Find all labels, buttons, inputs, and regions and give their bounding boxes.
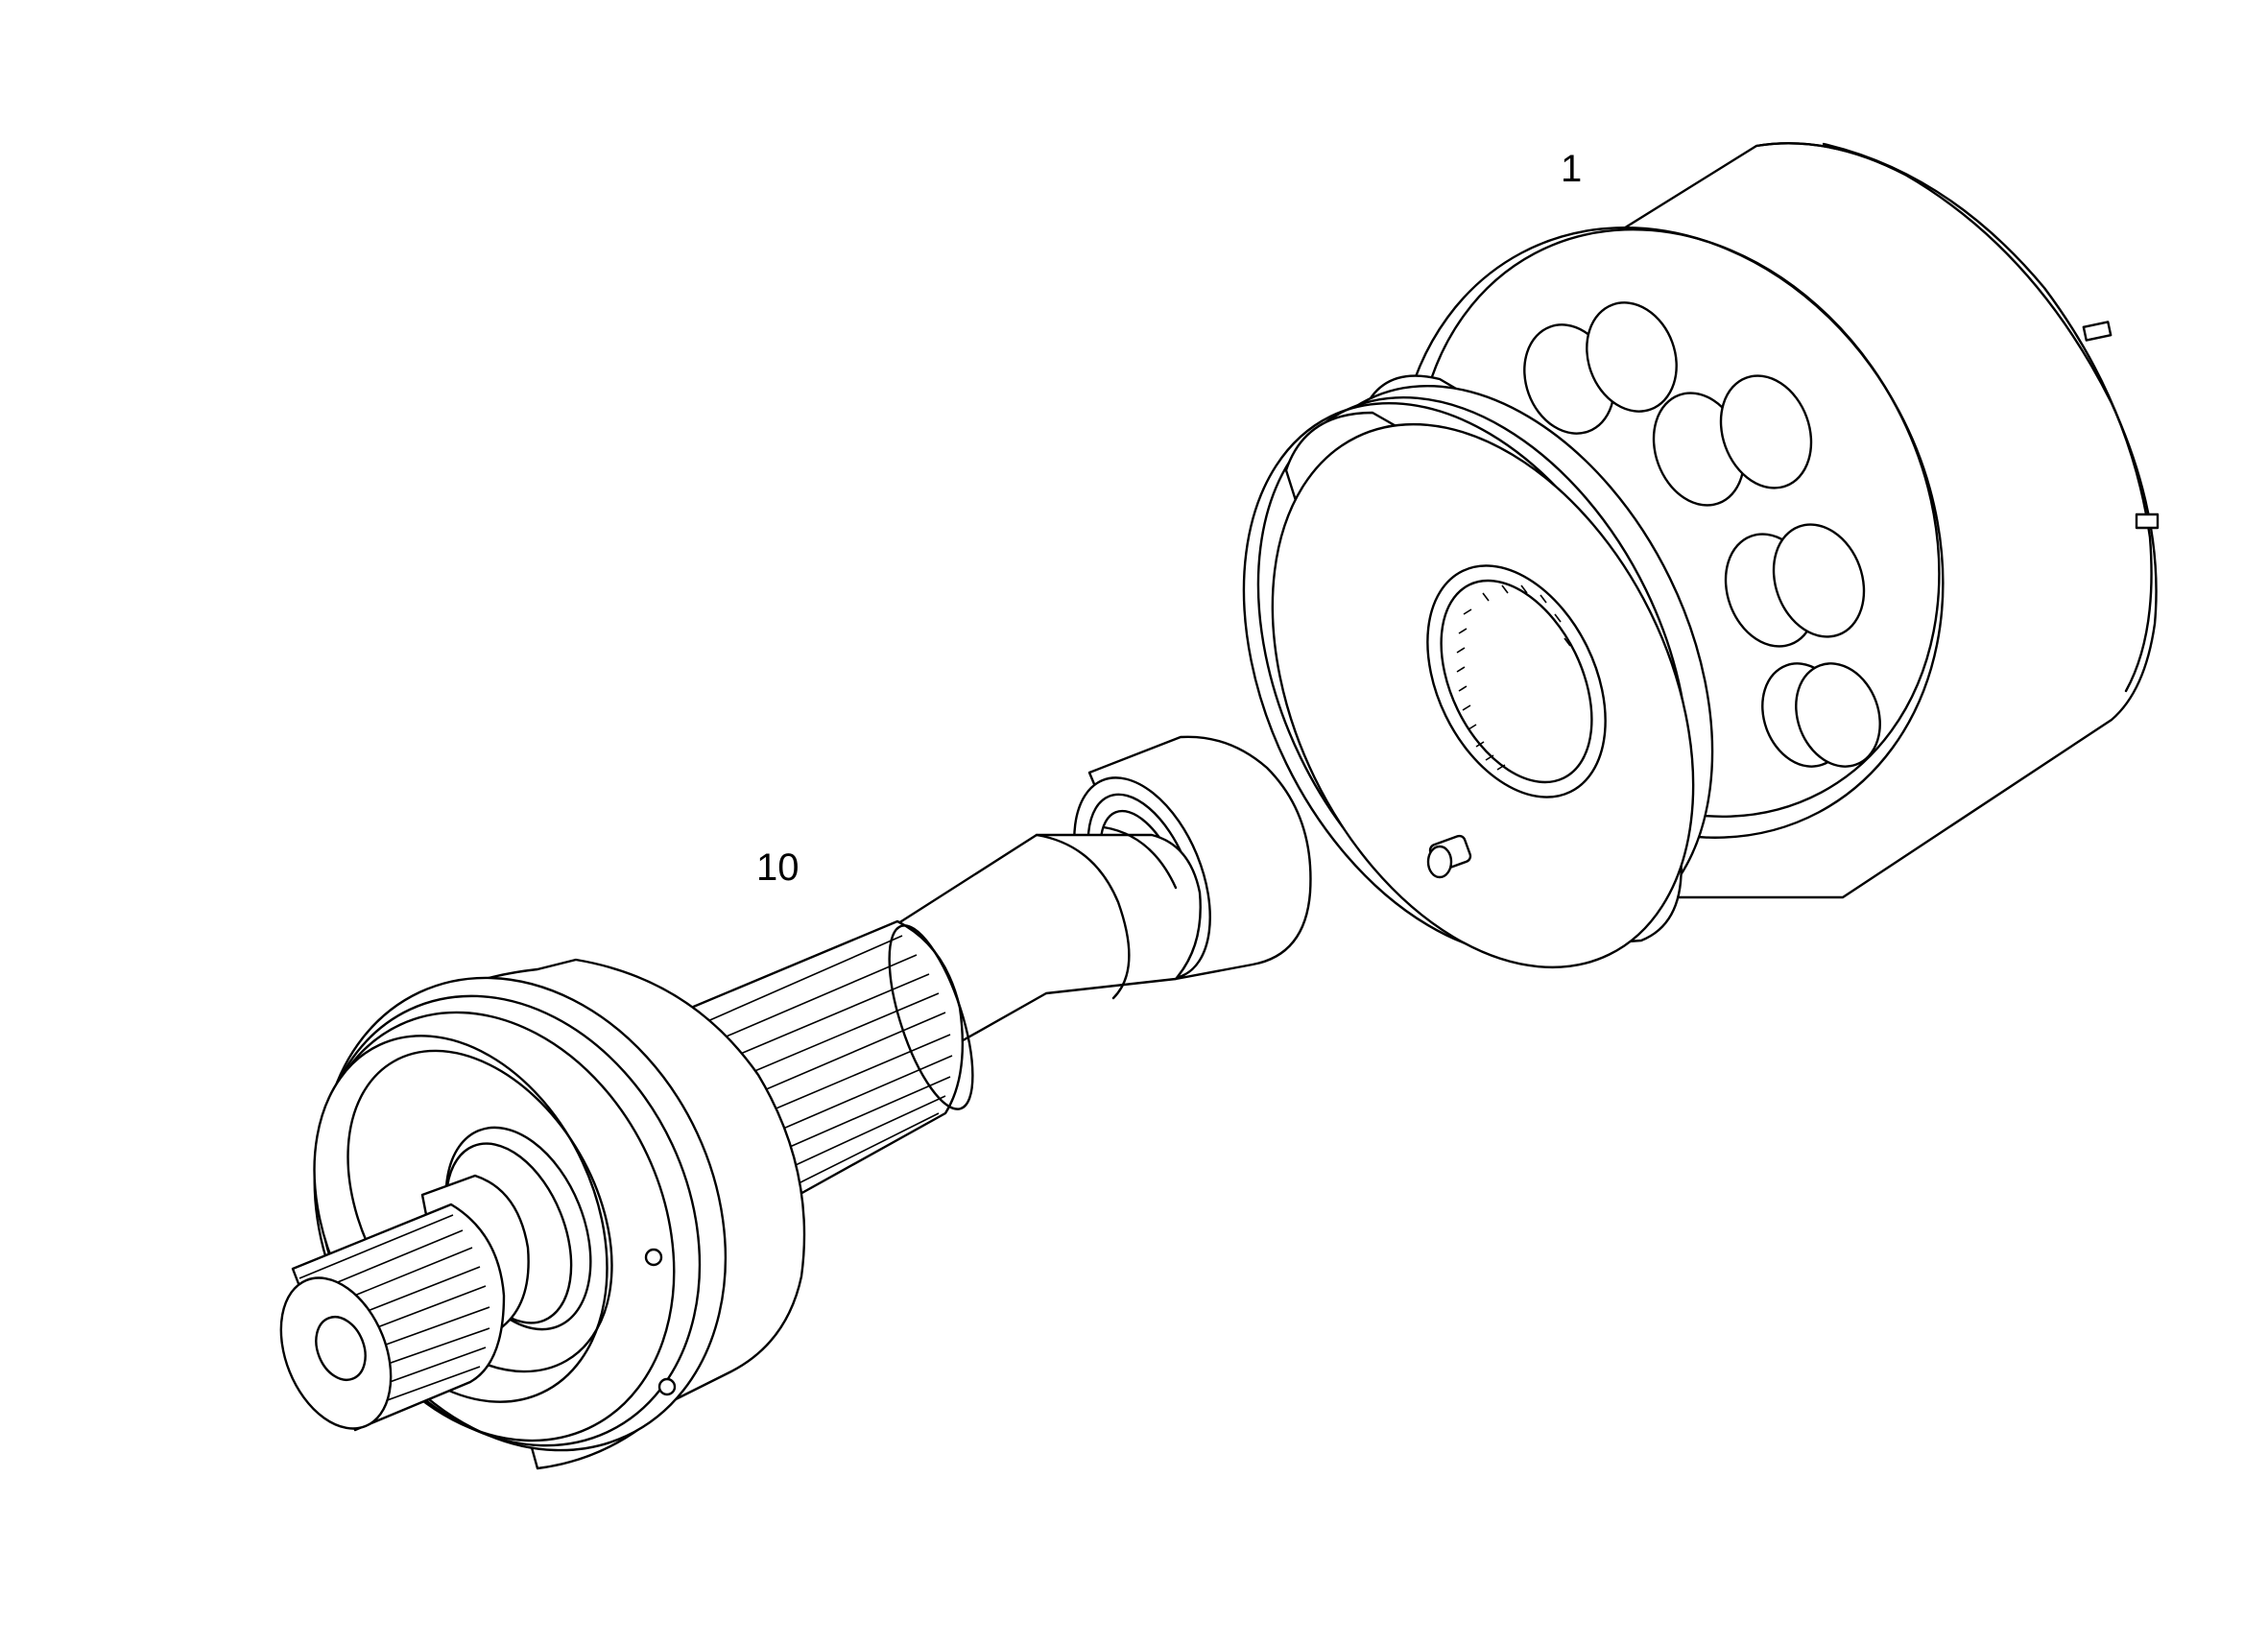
- piston: [1795, 662, 1881, 768]
- external-spline-front: [298, 1214, 490, 1416]
- center-bore-inner: [1440, 579, 1593, 784]
- piston: [1719, 374, 1813, 489]
- callout-label-10: 10: [756, 846, 800, 889]
- drive-shaft-assembly: [279, 735, 1312, 1470]
- callout-label-1: 1: [1561, 148, 1583, 190]
- piston: [1586, 301, 1678, 413]
- center-hole: [315, 1316, 367, 1381]
- internal-spline: [1456, 584, 1571, 771]
- center-bore-outer: [1426, 564, 1607, 798]
- cylinder-block-assembly: [1242, 142, 2160, 969]
- back-pin-right: [2135, 512, 2160, 530]
- snap-ring-hole: [644, 1248, 663, 1267]
- pistons: [1523, 301, 1881, 768]
- back-pin-top: [2082, 321, 2113, 342]
- piston: [1772, 523, 1866, 638]
- snap-ring-hole: [657, 1377, 677, 1396]
- external-spline-mid: [704, 935, 953, 1196]
